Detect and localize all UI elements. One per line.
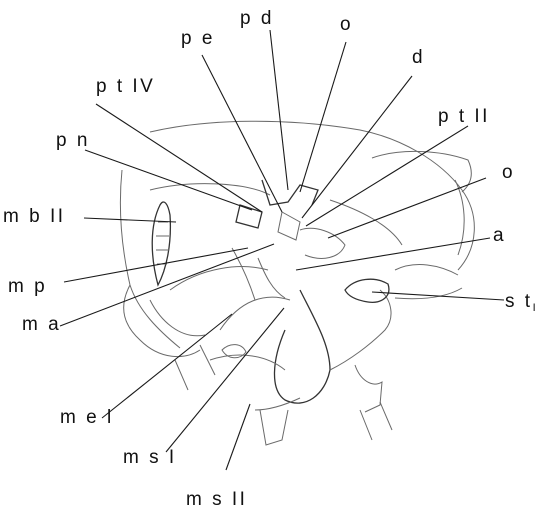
leader-pt-iv: [95, 103, 263, 213]
leader-d: [301, 75, 413, 219]
leader-pt-ii: [305, 125, 469, 227]
leader-a: [295, 237, 491, 271]
label-st: s tI: [505, 291, 538, 314]
label-pt-iv: p t IV: [96, 76, 155, 97]
label-mb-ii: m b II: [3, 206, 66, 227]
leader-pn: [84, 149, 253, 211]
leader-ms-i: [165, 307, 285, 453]
leader-pe: [201, 54, 283, 213]
leader-ms-ii: [225, 403, 251, 471]
leader-o-right: [327, 177, 487, 239]
leader-lines: [59, 29, 505, 471]
label-mp: m p: [8, 276, 47, 297]
leader-mp: [63, 247, 249, 283]
label-pn: p n: [56, 130, 90, 151]
label-pt-ii: p t II: [438, 106, 490, 127]
label-ms-i: m s I: [123, 447, 177, 468]
label-o-right: o: [502, 162, 515, 183]
label-ms-ii: m s II: [186, 489, 247, 510]
leader-mel: [101, 313, 233, 419]
label-pd: p d: [240, 8, 274, 29]
label-pe: p e: [181, 28, 215, 49]
leader-o-top: [299, 41, 347, 193]
label-st-sub: I: [533, 302, 539, 314]
label-a: a: [493, 225, 506, 246]
label-ma: m a: [22, 314, 61, 335]
labels: p e p d o d p t IV p t II p n o m b II a…: [3, 8, 538, 510]
label-d: d: [412, 47, 425, 68]
leader-mb-ii: [83, 217, 177, 223]
label-st-main: s t: [505, 291, 533, 312]
label-o-top: o: [340, 14, 353, 35]
specimen-drawing: [119, 120, 475, 446]
label-mel: m e l: [60, 407, 114, 428]
leader-pd: [269, 29, 289, 191]
leader-ma: [59, 243, 275, 327]
leader-st: [371, 291, 505, 301]
